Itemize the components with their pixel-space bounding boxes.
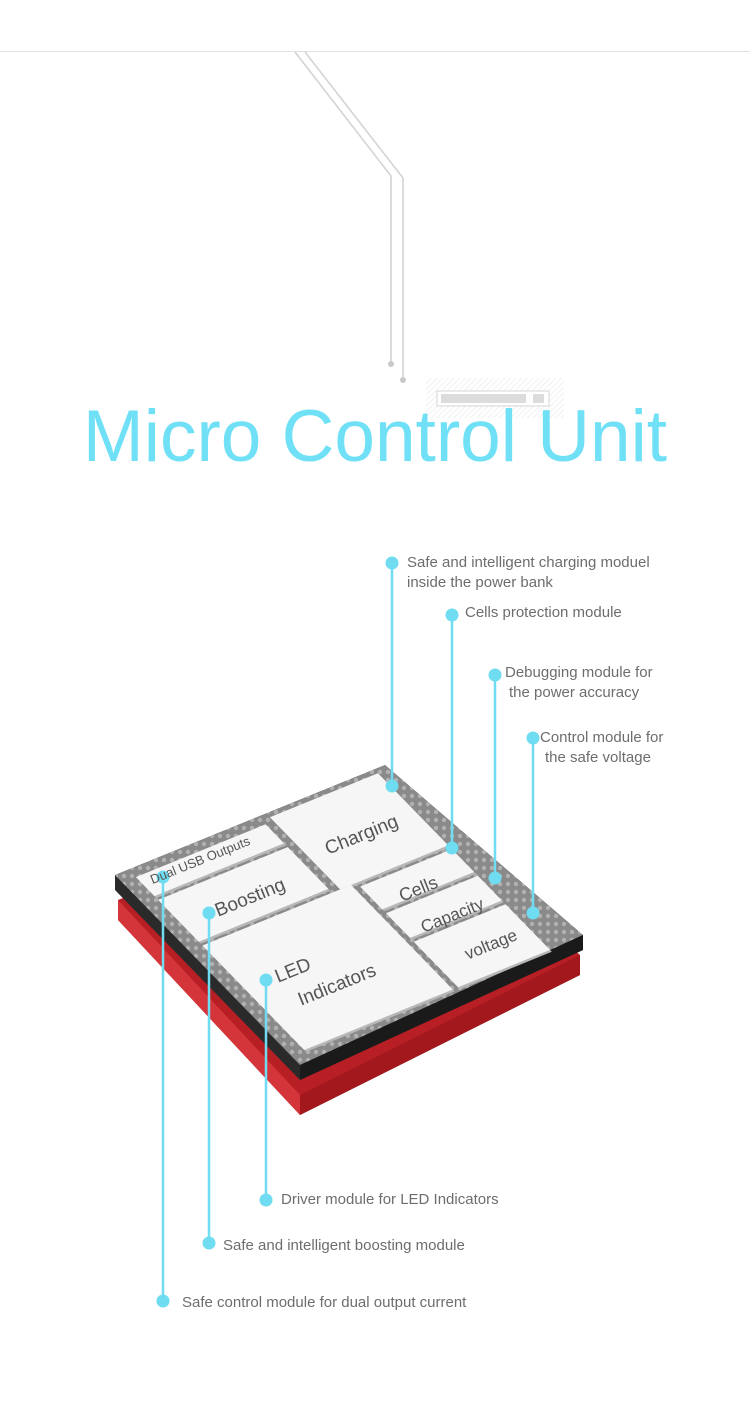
- module-dual-usb: [135, 824, 285, 897]
- callout-boosting: Safe and intelligent boosting module: [223, 1236, 465, 1256]
- module-cells: [360, 849, 475, 910]
- callout-cells: Cells protection module: [465, 603, 622, 623]
- leader-lines: [161, 563, 535, 1301]
- callout-voltage: Control module for the safe voltage: [540, 728, 663, 768]
- callout-led: Driver module for LED Indicators: [281, 1190, 499, 1210]
- leader-dots: [156, 556, 540, 1308]
- callout-text: the power accuracy: [509, 684, 640, 701]
- chip-bar-graphic: [426, 378, 564, 418]
- callout-text: Safe control module for dual output curr…: [182, 1294, 467, 1311]
- module-charging: [269, 773, 449, 890]
- top-divider: [0, 51, 750, 52]
- module-capacity: [386, 875, 502, 938]
- callout-text: Safe and intelligent charging moduel: [407, 554, 650, 571]
- callout-text: Driver module for LED Indicators: [281, 1191, 499, 1208]
- callout-text: Debugging module for: [505, 664, 653, 681]
- callout-text: Safe and intelligent boosting module: [223, 1237, 465, 1254]
- circuit-trace: [294, 51, 404, 380]
- callout-text: the safe voltage: [545, 749, 651, 766]
- module-voltage: [413, 904, 550, 988]
- callout-text: inside the power bank: [407, 574, 553, 591]
- callout-capacity: Debugging module for the power accuracy: [505, 663, 653, 703]
- page-title: Micro Control Unit: [82, 396, 668, 477]
- callout-text: Cells protection module: [465, 604, 622, 621]
- callout-dual-usb: Safe control module for dual output curr…: [182, 1293, 466, 1313]
- callout-text: Control module for: [540, 729, 664, 746]
- module-boosting: [158, 847, 329, 942]
- callout-charging: Safe and intelligent charging moduel ins…: [407, 553, 650, 593]
